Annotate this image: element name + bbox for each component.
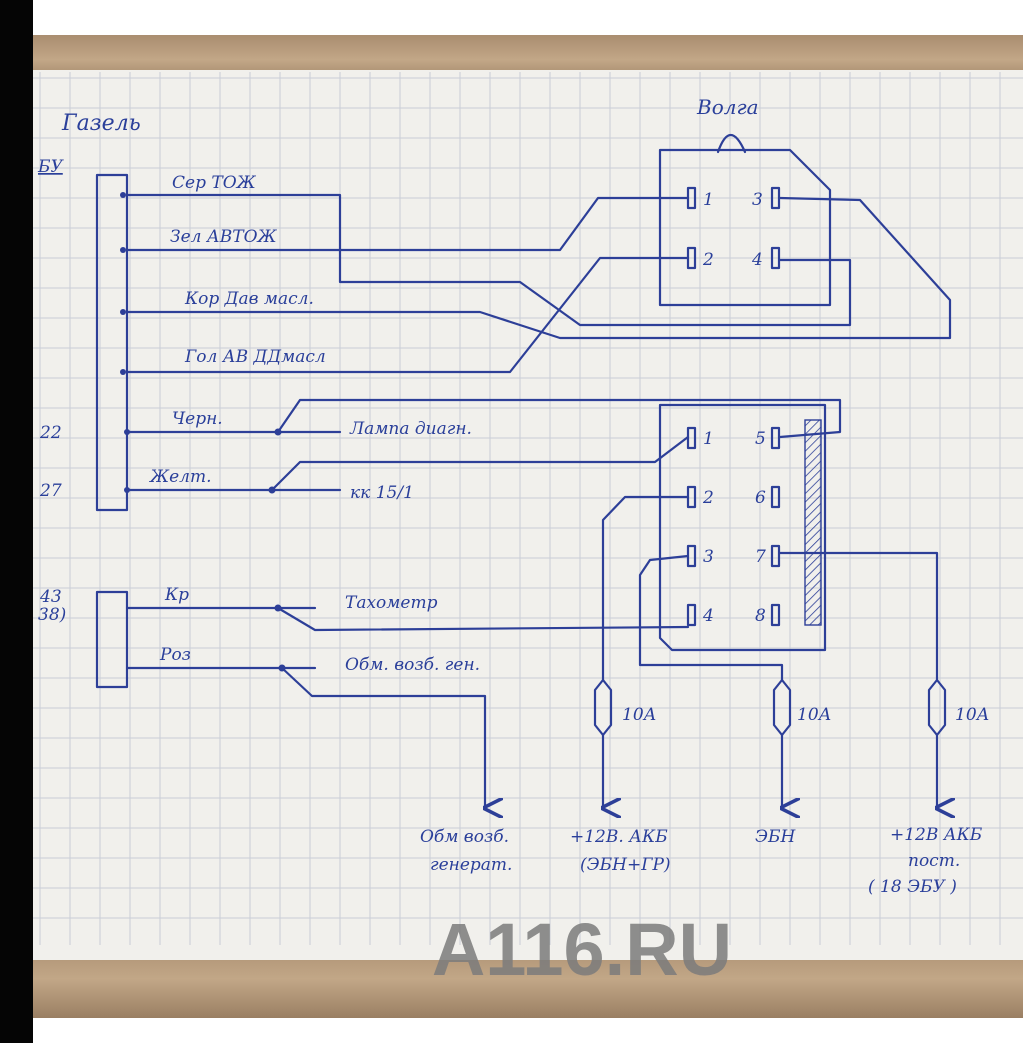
relay-pin-1: 1 (703, 429, 714, 449)
pin-38-label: 38) (38, 605, 66, 625)
page-title: Газель (61, 111, 141, 136)
lamp-label: Лампа диагн. (349, 419, 472, 439)
wire-roz-to-gen (280, 666, 485, 808)
wire-zhelt-label: Желт. (149, 467, 212, 487)
ecu-connector-lower (95, 590, 129, 689)
ecu-label: БУ (37, 157, 64, 177)
fuse-2-label: 10А (797, 705, 832, 725)
paper-grid (33, 72, 1023, 945)
wire-ser-label: Сер ТОЖ (172, 173, 257, 193)
relay-pin-4: 4 (702, 606, 714, 626)
wire-relay3-fuse2 (638, 554, 784, 682)
ebn-label: ЭБН (755, 827, 797, 847)
wire-zhelt-to-relay (270, 435, 690, 492)
node-kr (274, 604, 282, 612)
relay-terminals (686, 426, 781, 627)
pin-43-label: 43 (39, 587, 62, 607)
ecu-connector-upper (95, 173, 129, 512)
wire-kr-to-relay (276, 606, 690, 632)
fuse-1-label: 10А (622, 705, 657, 725)
volga-pin-3: 3 (752, 190, 763, 210)
wire-ser (125, 193, 852, 327)
wire-kr-label: Кр (164, 585, 189, 605)
wire-relay7-fuse3 (778, 551, 939, 682)
relay-pin-3: 3 (703, 547, 714, 567)
fuse-3 (927, 678, 945, 808)
wire-gol-label: Гол АВ ДДмасл (184, 347, 326, 367)
post-label-line3: ( 18 ЭБУ ) (868, 877, 957, 897)
post-label-line2: пост. (908, 851, 960, 871)
wire-zel (125, 196, 690, 252)
watermark: A116.RU (432, 908, 732, 991)
left-dark-strip (0, 0, 33, 1043)
wire-kor (125, 196, 952, 340)
relay-block (658, 403, 827, 652)
pin-27-label: 27 (39, 481, 62, 501)
wire-relay2-fuse1 (601, 495, 690, 682)
gen-label-line1: Обм возб. (420, 827, 509, 847)
relay-pin-5: 5 (755, 429, 766, 449)
taho-label: Тахометр (345, 593, 438, 613)
pin-22-label: 22 (39, 423, 62, 443)
akb-label-line2: (ЭБН+ГР) (580, 855, 671, 875)
relay-pin-8: 8 (755, 606, 766, 626)
fuse-1 (593, 678, 611, 808)
volga-connector (658, 148, 832, 307)
node-zhelt (268, 486, 276, 494)
relay-pin-7: 7 (755, 547, 766, 567)
gen-label-line2: генерат. (430, 855, 512, 875)
relay-pin-6: 6 (755, 488, 766, 508)
paper-sheet (33, 70, 1023, 960)
wire-chern-label: Черн. (172, 409, 223, 429)
obm-label: Обм. возб. ген. (345, 655, 480, 675)
wire-kor-label: Кор Дав масл. (184, 289, 314, 309)
volga-pin-2: 2 (702, 250, 714, 270)
kk-label: кк 15/1 (350, 483, 414, 503)
fuse-3-label: 10А (955, 705, 990, 725)
relay-hatch (804, 419, 822, 626)
connector-title: Волга (696, 95, 759, 119)
volga-pin-1: 1 (703, 190, 714, 210)
volga-pin-4: 4 (751, 250, 763, 270)
post-label-line1: +12В АКБ (890, 825, 983, 845)
relay-pin-2: 2 (702, 488, 714, 508)
wire-roz-label: Роз (159, 645, 191, 665)
fuse-2 (772, 678, 790, 808)
node-roz (278, 664, 286, 672)
wire-chern-to-relay (276, 398, 842, 439)
akb-label-line1: +12В. АКБ (570, 827, 668, 847)
wire-zel-label: Зел АВТОЖ (170, 227, 278, 247)
node-chern (274, 428, 282, 436)
volga-latch (716, 133, 747, 154)
wire-gol (125, 256, 690, 374)
